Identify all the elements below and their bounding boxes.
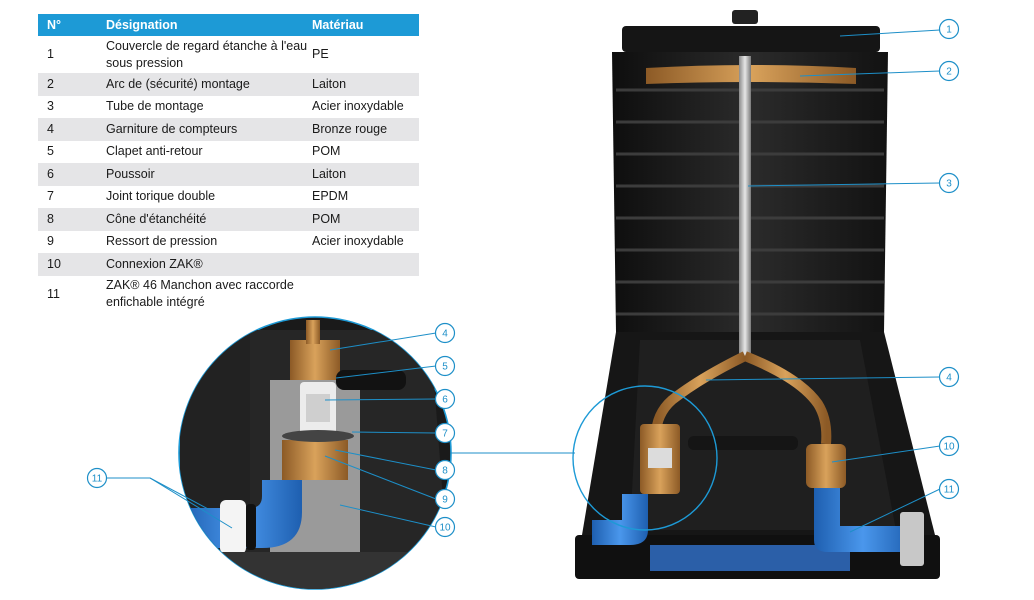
callout-10-detail: 10 <box>434 516 456 538</box>
svg-text:4: 4 <box>442 329 448 340</box>
leader-lines <box>107 29 941 533</box>
detail-pusher <box>306 394 330 422</box>
row-material: Bronze rouge <box>312 118 419 141</box>
row-number: 11 <box>47 286 60 301</box>
detail-view <box>178 316 452 590</box>
row-designation: Garniture de compteurs <box>106 118 312 141</box>
zak-connection <box>806 444 846 488</box>
row-material: EPDM <box>312 189 349 204</box>
svg-text:4: 4 <box>946 373 952 384</box>
callout-9: 9 <box>434 488 456 510</box>
table-row: 6 Poussoir Laiton <box>38 163 419 186</box>
row-number: 6 <box>38 163 106 186</box>
table-row: 11 ZAK® 46 Manchon avec raccorde enficha… <box>38 276 419 313</box>
row-material: POM <box>312 144 341 159</box>
parts-table: N° Désignation Matériau 1 Couvercle de r… <box>38 14 419 313</box>
row-number: 2 <box>38 73 106 96</box>
row-material: Acier inoxydable <box>312 99 404 114</box>
header-material: Matériau <box>312 14 419 36</box>
row-number: 9 <box>47 234 54 249</box>
meter-fitting-line-left <box>651 351 748 437</box>
zak-sleeve-left <box>592 494 648 545</box>
row-material <box>312 253 419 276</box>
svg-text:3: 3 <box>946 179 952 190</box>
detail-marker-circle <box>572 385 718 531</box>
row-designation: ZAK® 46 Manchon avec raccorde enfichable… <box>106 278 294 309</box>
table-row: 3 Tube de montage Acier inoxydable <box>38 96 419 119</box>
row-material: PE <box>312 47 329 61</box>
row-designation: Tube de montage <box>106 99 204 114</box>
svg-text:11: 11 <box>944 485 955 496</box>
row-designation: Joint torique double <box>106 189 216 204</box>
header-designation: Désignation <box>106 14 312 36</box>
row-number: 7 <box>47 189 54 204</box>
svg-text:9: 9 <box>442 495 448 506</box>
callout-4-main: 4 <box>938 366 960 388</box>
row-number: 3 <box>47 99 54 114</box>
row-number: 5 <box>47 144 54 159</box>
callout-4-detail: 4 <box>434 322 456 344</box>
shaft-body <box>575 10 940 579</box>
svg-text:10: 10 <box>943 442 955 453</box>
callout-7: 7 <box>434 422 456 444</box>
mounting-tube <box>739 56 751 356</box>
callout-2: 2 <box>938 60 960 82</box>
svg-text:10: 10 <box>439 523 451 534</box>
callout-3: 3 <box>938 172 960 194</box>
header-number: N° <box>38 14 106 36</box>
row-material: Laiton <box>312 73 419 96</box>
row-designation: Arc de (sécurité) montage <box>106 73 312 96</box>
table-header-row: N° Désignation Matériau <box>38 14 419 36</box>
row-number: 1 <box>47 47 54 61</box>
svg-text:7: 7 <box>442 429 448 440</box>
callout-6: 6 <box>434 388 456 410</box>
row-designation: Ressort de pression <box>106 234 218 249</box>
callout-10-main: 10 <box>938 435 960 457</box>
row-designation: Poussoir <box>106 163 312 186</box>
table-row: 10 Connexion ZAK® <box>38 253 419 276</box>
table-row: 2 Arc de (sécurité) montage Laiton <box>38 73 419 96</box>
row-designation: Cône d'étanchéité <box>106 208 312 231</box>
row-designation: Clapet anti-retour <box>106 144 203 159</box>
row-number: 8 <box>38 208 106 231</box>
row-designation: Connexion ZAK® <box>106 253 312 276</box>
row-material: POM <box>312 208 419 231</box>
zak-sleeve-right <box>814 488 912 552</box>
svg-text:5: 5 <box>442 362 448 373</box>
callout-8: 8 <box>434 459 456 481</box>
row-material: Laiton <box>312 163 419 186</box>
detail-pressure-spring-housing <box>282 440 348 480</box>
callout-1: 1 <box>938 18 960 40</box>
row-number: 10 <box>38 253 106 276</box>
svg-text:2: 2 <box>946 67 952 78</box>
table-row: 1 Couvercle de regard étanche à l'eau so… <box>38 36 419 73</box>
svg-text:8: 8 <box>442 466 448 477</box>
table-row: 9 Ressort de pression Acier inoxydable <box>38 231 419 254</box>
table-row: 7 Joint torique double EPDM <box>38 186 419 209</box>
row-designation: Couvercle de regard étanche à l'eau sous… <box>106 38 308 70</box>
table-row: 4 Garniture de compteurs Bronze rouge <box>38 118 419 141</box>
shaft-cover <box>622 26 880 52</box>
meter-fitting-line-right <box>743 351 832 445</box>
svg-text:1: 1 <box>946 25 952 36</box>
table-row: 8 Cône d'étanchéité POM <box>38 208 419 231</box>
detail-o-ring <box>282 430 354 442</box>
callout-5: 5 <box>434 355 456 377</box>
svg-text:6: 6 <box>442 395 448 406</box>
callout-11-detail: 11 <box>86 467 108 489</box>
svg-text:11: 11 <box>92 474 103 485</box>
cover-knob <box>732 10 758 24</box>
callout-11-main: 11 <box>938 478 960 500</box>
table-row: 5 Clapet anti-retour POM <box>38 141 419 164</box>
check-valve-body <box>688 436 798 450</box>
row-material: Acier inoxydable <box>312 234 404 249</box>
detail-meter-fitting <box>290 340 340 380</box>
row-number: 4 <box>38 118 106 141</box>
